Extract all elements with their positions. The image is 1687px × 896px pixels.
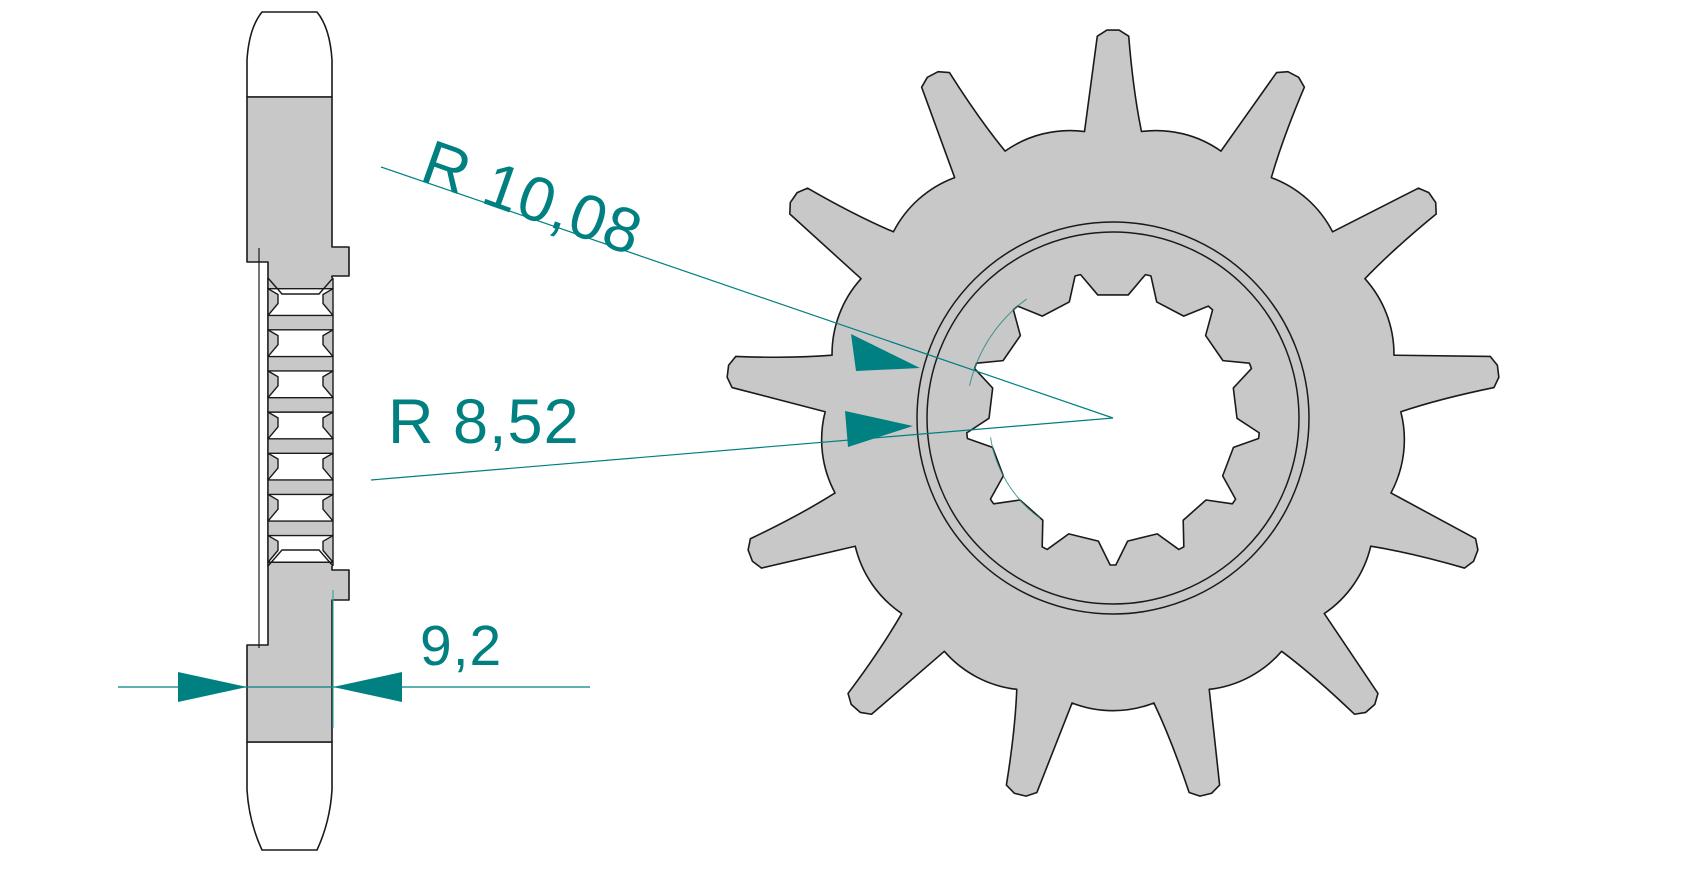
dimension-label-thickness: 9,2 xyxy=(420,614,502,678)
construction-arc xyxy=(969,298,1027,387)
leader-line-radius-major xyxy=(380,166,1114,419)
side-view-spline-tooth xyxy=(267,288,334,317)
construction-arc xyxy=(990,437,1041,519)
side-view-spline-tooth xyxy=(267,411,334,440)
arrowhead-thickness-right xyxy=(333,672,402,702)
leader-line-radius-minor xyxy=(370,417,1114,481)
arrowhead-thickness-left xyxy=(178,672,247,702)
side-view-bottom-tooth xyxy=(246,741,333,851)
dimension-label-radius-major: R 10,08 xyxy=(413,127,651,269)
arrowhead-radius-major xyxy=(851,334,920,371)
side-section-view xyxy=(246,11,350,851)
side-view-spline-tooth xyxy=(267,534,334,563)
spline-band-chamfer xyxy=(267,277,334,295)
side-view-spline-tooth xyxy=(267,493,334,522)
side-view-top-tooth xyxy=(246,11,333,98)
side-view-spline-tooth xyxy=(267,329,334,358)
side-view-spline-band xyxy=(267,277,334,567)
side-view-spline-tooth xyxy=(267,452,334,481)
dimension-label-radius-minor: R 8,52 xyxy=(388,387,580,457)
arrowhead-radius-minor xyxy=(845,411,913,447)
hub-ring-inner xyxy=(926,231,1300,605)
side-view-spline-tooth xyxy=(267,370,334,399)
spline-band-chamfer xyxy=(267,549,334,567)
hub-ring-outer xyxy=(916,221,1310,615)
front-face-view xyxy=(726,29,1500,797)
